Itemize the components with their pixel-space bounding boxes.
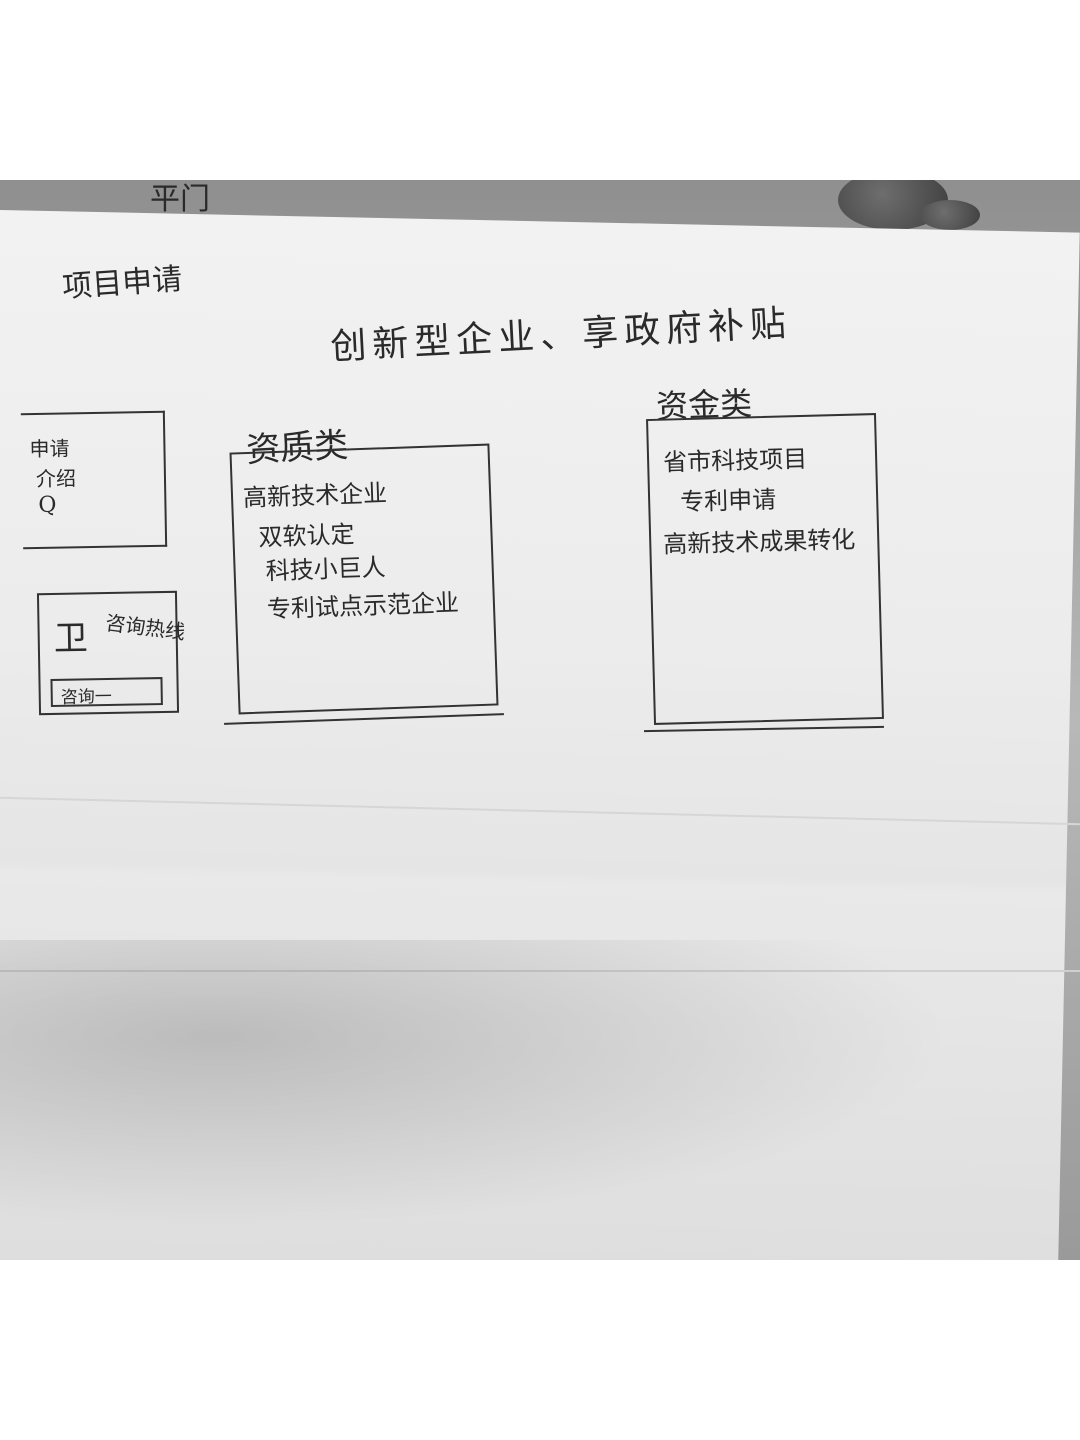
panel-line: Q: [38, 492, 57, 518]
sketch-photo: 平门 项目申请 创新型企业、享政府补贴 申请 介绍 Q 卫 咨询热线 咨询一 资…: [0, 180, 1080, 1260]
qualification-item[interactable]: 专利试点示范企业: [266, 588, 460, 624]
qualification-item[interactable]: 高新技术企业: [242, 479, 388, 513]
top-scrap-text: 平门: [150, 182, 210, 217]
shadow: [0, 940, 1080, 1260]
qualification-item[interactable]: 科技小巨人: [265, 553, 387, 586]
hotline-card[interactable]: 卫 咨询热线 咨询一: [36, 590, 187, 716]
funding-box: 省市科技项目 专利申请 高新技术成果转化: [646, 413, 884, 725]
panel-line: 申请: [29, 436, 70, 462]
consult-button-label: 咨询一: [60, 686, 112, 708]
page-heading: 项目申请: [61, 261, 184, 306]
panel-line: 介绍: [35, 466, 77, 492]
coin: [920, 200, 980, 230]
funding-item[interactable]: 专利申请: [679, 485, 777, 517]
hotline-title: 咨询热线: [104, 610, 187, 645]
consult-button[interactable]: 咨询一: [50, 677, 163, 708]
paper-fold: [0, 970, 1080, 972]
phone-icon: 卫: [53, 618, 89, 659]
funding-item[interactable]: 高新技术成果转化: [662, 525, 856, 559]
qualification-box: 高新技术企业 双软认定 科技小巨人 专利试点示范企业: [229, 443, 499, 715]
left-info-panel: 申请 介绍 Q: [20, 410, 168, 550]
qualification-item[interactable]: 双软认定: [258, 520, 355, 552]
funding-item[interactable]: 省市科技项目: [662, 444, 808, 477]
